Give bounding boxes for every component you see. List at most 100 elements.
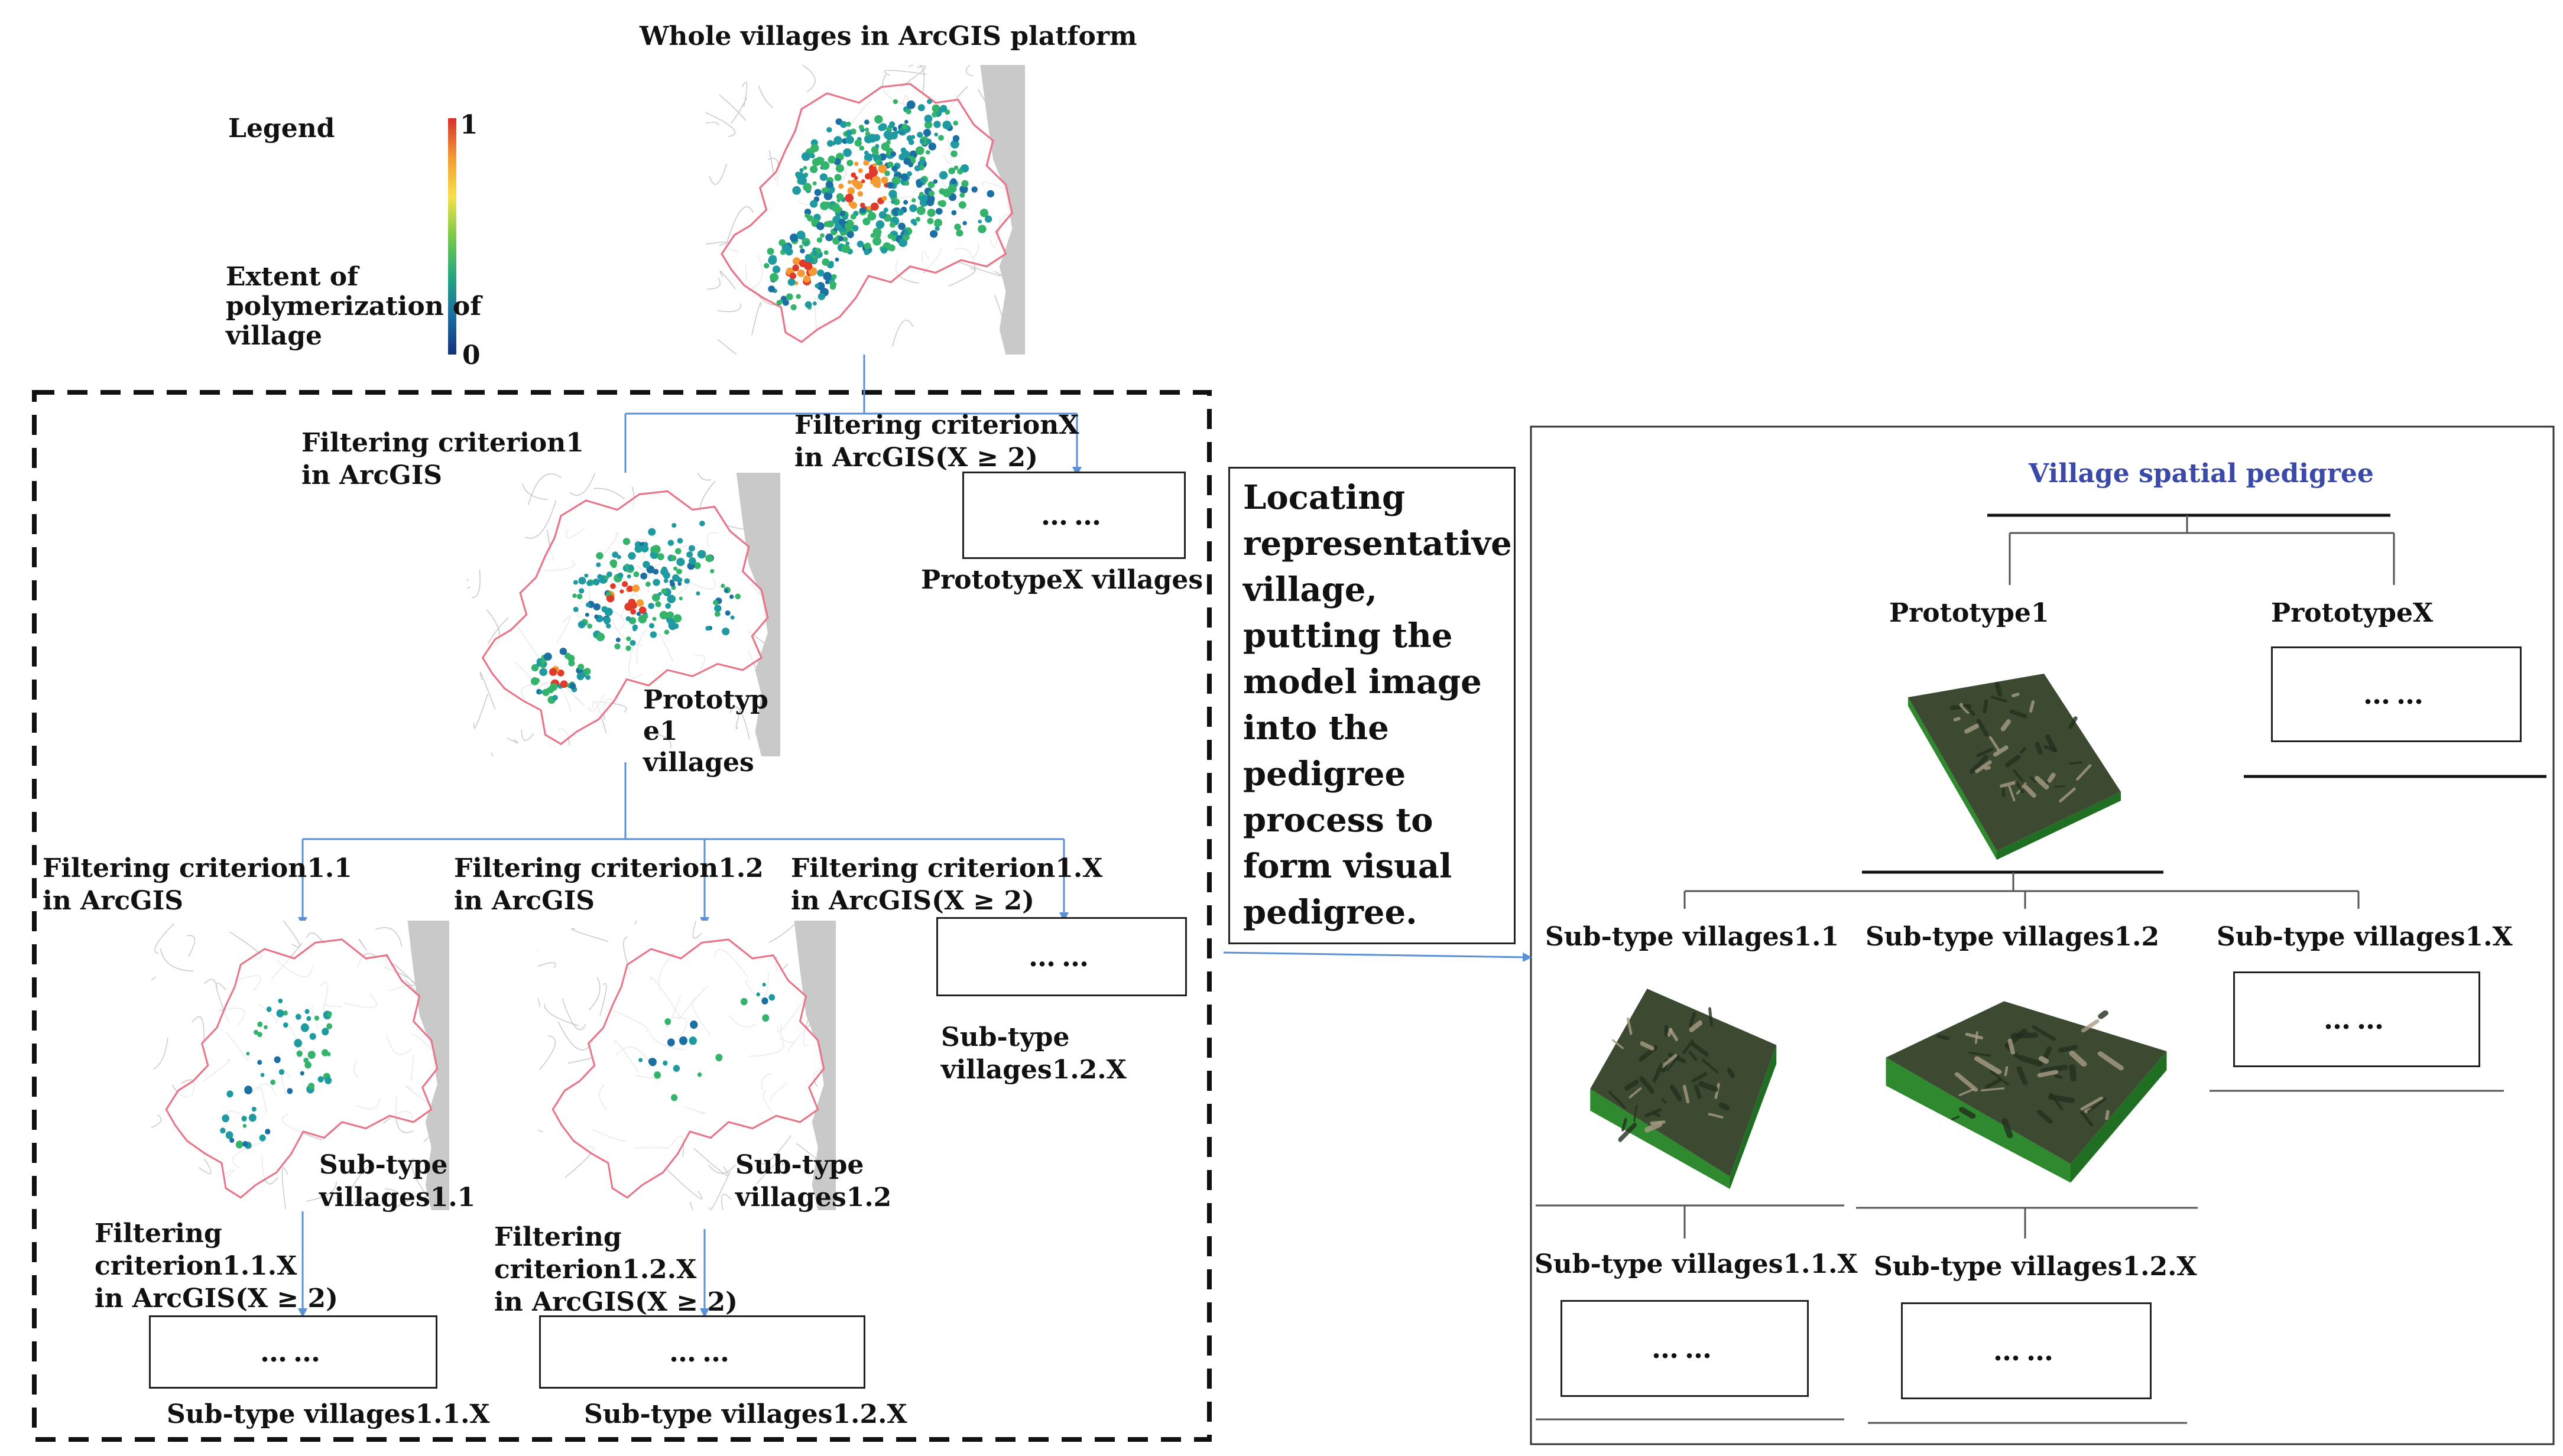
village-dot: [667, 594, 676, 603]
village-dot: [241, 1116, 247, 1122]
road-line: [721, 1194, 732, 1210]
village-dot: [799, 245, 803, 249]
road-line: [479, 672, 496, 710]
village-dot: [585, 675, 591, 680]
label-subtype-1-2-x: Sub-type villages1.2.X: [941, 1022, 1127, 1085]
village-dot: [901, 124, 908, 130]
terrain-texture: [1652, 1063, 1663, 1083]
village-dot: [666, 611, 674, 619]
village-dot: [615, 637, 621, 642]
road-line: [599, 983, 607, 1016]
terrain-texture: [1701, 1058, 1719, 1074]
village-dot: [857, 191, 864, 197]
village-dot: [244, 1086, 253, 1094]
village-dot: [325, 1077, 332, 1084]
terrain-texture: [1688, 1050, 1698, 1061]
village-dot: [826, 127, 832, 133]
village-dot: [854, 139, 862, 147]
village-dot: [536, 661, 542, 667]
village-dot: [226, 1090, 233, 1098]
village-dot: [257, 1032, 262, 1038]
village-dot: [705, 554, 713, 563]
village-dot: [264, 1025, 268, 1029]
village-dot: [643, 614, 648, 619]
terrain-texture: [2040, 1064, 2068, 1074]
village-dot: [242, 1140, 248, 1147]
village-dot: [630, 602, 637, 609]
road-line: [966, 65, 974, 77]
village-dot: [586, 580, 592, 586]
village-dot: [842, 236, 848, 242]
village-dot: [684, 578, 690, 584]
village-dot: [849, 202, 858, 209]
terrain-texture: [1976, 748, 1994, 758]
village-dot: [872, 163, 877, 167]
village-dot: [807, 215, 813, 222]
terrain-side: [1997, 792, 2121, 860]
village-dot: [803, 165, 807, 170]
village-dot: [781, 243, 790, 252]
road-line: [751, 302, 762, 336]
village-dot: [326, 1023, 332, 1029]
village-dot: [534, 678, 540, 684]
village-dot: [664, 1018, 671, 1025]
village-dot: [663, 578, 669, 583]
terrain-texture: [2043, 1046, 2052, 1060]
village-dot: [861, 179, 865, 184]
village-dot: [939, 171, 948, 180]
village-dot: [898, 128, 904, 133]
village-dot: [248, 1113, 257, 1122]
village-dot: [858, 168, 863, 173]
terrain-texture: [2029, 776, 2038, 784]
village-dot: [919, 191, 924, 197]
road-line: [281, 1167, 288, 1210]
village-dot: [823, 202, 831, 209]
village-dot: [959, 185, 968, 194]
pedigree-sub-1-1-x: Sub-type villages1.1.X: [1534, 1249, 1858, 1279]
village-dot: [917, 132, 923, 138]
terrain-texture: [1953, 717, 1961, 722]
village-dot: [933, 179, 938, 184]
village-dot: [697, 550, 706, 559]
village-dot: [835, 257, 839, 262]
road-line: [709, 163, 728, 185]
pedigree-title: Village spatial pedigree: [2029, 459, 2374, 489]
road-line: [706, 112, 735, 138]
village-dot: [924, 121, 933, 129]
village-dot: [804, 262, 813, 271]
village-dot: [661, 588, 667, 594]
box-pedigree-sub-1-2-x: ……: [1901, 1302, 2152, 1399]
pedigree-sub-1-2-x: Sub-type villages1.2.X: [1874, 1252, 2197, 1282]
map-whole-villages: [706, 65, 1025, 355]
village-dot: [917, 104, 925, 112]
village-dot: [898, 222, 906, 230]
village-dot: [578, 664, 585, 671]
terrain-texture: [1618, 1122, 1637, 1142]
road-line: [801, 65, 816, 93]
village-dot: [787, 278, 796, 286]
village-dot: [612, 551, 619, 558]
village-dot: [956, 229, 963, 237]
village-dot: [933, 121, 941, 128]
locating-box: Locating representative village, putting…: [1228, 467, 1516, 944]
village-dot: [893, 199, 900, 206]
village-dot: [679, 1036, 688, 1045]
village-dot: [278, 1069, 285, 1075]
terrain-model-sub-1-2: [1879, 976, 2174, 1189]
road-line: [411, 1158, 425, 1192]
terrain-texture: [1644, 1121, 1663, 1133]
terrain-texture: [2014, 781, 2025, 794]
village-dot: [935, 226, 940, 231]
village-dot: [254, 1029, 259, 1035]
village-dot: [725, 610, 731, 616]
village-dot: [542, 688, 550, 696]
village-dot: [927, 209, 936, 217]
terrain-texture: [1691, 1041, 1709, 1057]
terrain-texture: [1633, 1105, 1638, 1122]
village-dot: [804, 301, 812, 308]
road-line: [708, 1164, 736, 1174]
box-prototype-x: ……: [962, 472, 1186, 559]
village-dot: [834, 223, 841, 229]
village-dot: [960, 166, 965, 171]
village-dot: [287, 1088, 293, 1094]
